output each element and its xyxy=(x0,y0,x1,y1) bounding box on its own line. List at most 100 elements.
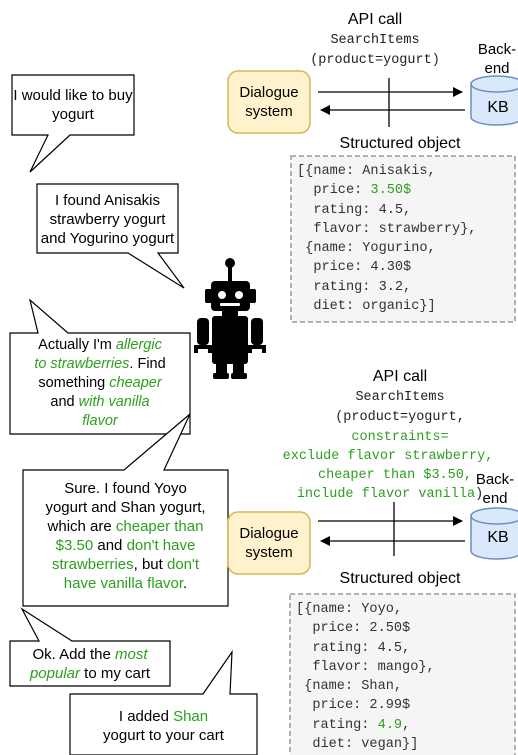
code-line: [{name: Yoyo, xyxy=(296,600,435,619)
bot-bubble-1 xyxy=(36,183,185,289)
msg-text: which are xyxy=(47,518,116,535)
code-text: price: 2.99$ xyxy=(296,698,411,714)
structured-object-code-top: [{name: Anisakis, price: 3.50$ rating: 4… xyxy=(297,162,476,316)
code-text: [{name: Anisakis, xyxy=(297,164,436,179)
api-call-constraint-include: include flavor vanilla xyxy=(296,487,476,502)
user-message-3: Ok. Add the most popular to my cart xyxy=(10,645,170,683)
bot-message-1-line2: strawberry yogurt xyxy=(49,211,166,228)
backend-line1: Back- xyxy=(475,471,515,488)
dialogue-system-line2: system xyxy=(245,103,293,120)
code-line: price: 3.50$ xyxy=(297,181,476,200)
user-message-1-line1: I would like to buy xyxy=(13,87,133,104)
kb-label-top: KB xyxy=(487,99,509,116)
msg-highlight: don't xyxy=(166,556,200,573)
code-text: price: 4.30$ xyxy=(297,260,412,276)
api-call-title-bottom: API call xyxy=(372,368,428,385)
dialogue-system-box-bottom xyxy=(227,511,311,575)
msg-highlight: cheaper than xyxy=(115,518,204,535)
code-text: {name: Shan, xyxy=(296,679,403,695)
msg-highlight: allergic xyxy=(115,337,162,353)
api-call-args-top: (product=yogurt) xyxy=(310,53,440,68)
dialogue-system-line1: Dialogue xyxy=(239,525,299,542)
kb-label-bottom: KB xyxy=(487,529,509,546)
code-line: [{name: Anisakis, xyxy=(297,162,476,181)
code-text: diet: vegan}] xyxy=(296,737,419,753)
code-text: {name: Yogurino, xyxy=(297,241,436,257)
code-line: flavor: mango}, xyxy=(296,658,435,677)
dialogue-system-label-bottom: Dialogue system xyxy=(228,524,310,562)
dialogue-system-line2: system xyxy=(245,544,293,561)
code-line: rating: 4.5, xyxy=(296,639,435,658)
code-text: flavor: mango}, xyxy=(296,659,435,675)
msg-text: Sure. I found Yoyo xyxy=(64,480,187,497)
msg-text: yogurt to your cart xyxy=(103,727,224,744)
robot-eyes xyxy=(218,291,243,306)
msg-highlight: most xyxy=(115,646,148,663)
structured-object-title-bottom: Structured object xyxy=(339,570,461,587)
kb-database-icon-top xyxy=(470,75,518,126)
api-call-function-top: SearchItems xyxy=(330,33,420,48)
backend-line1: Back- xyxy=(477,41,517,58)
user-bubble-2 xyxy=(9,298,191,435)
msg-highlight: don't have xyxy=(126,537,196,554)
msg-highlight: flavor xyxy=(82,413,118,429)
msg-highlight: with vanilla xyxy=(78,394,150,410)
msg-text: I added xyxy=(118,708,174,725)
bot-message-3: I added Shan yogurt to your cart xyxy=(70,707,257,745)
api-call-constraint-exclude: exclude flavor strawberry, xyxy=(282,449,494,464)
msg-highlight: to strawberries xyxy=(34,356,130,372)
msg-text: and xyxy=(93,537,127,554)
msg-text: and xyxy=(50,394,79,410)
bot-message-1-line3: and Yogurino yogurt xyxy=(40,230,175,247)
backend-line2: end xyxy=(482,490,508,507)
msg-text: . xyxy=(183,575,188,592)
msg-highlight: Shan xyxy=(173,708,209,725)
code-line: rating: 4.5, xyxy=(297,201,476,220)
dialogue-system-label-top: Dialogue system xyxy=(228,83,310,121)
backend-label-bottom: Back- end xyxy=(470,470,518,508)
code-line: price: 2.99$ xyxy=(296,696,435,715)
bot-bubble-2 xyxy=(22,413,229,607)
code-text: flavor: strawberry}, xyxy=(297,221,477,237)
user-message-2: Actually I'm allergic to strawberries. F… xyxy=(10,336,190,431)
code-text: rating: 4.5, xyxy=(297,202,412,218)
msg-text: , but xyxy=(133,556,167,573)
code-line: rating: 4.9, xyxy=(296,716,435,735)
code-text: rating: 4.5, xyxy=(296,640,411,656)
msg-text: Actually I'm xyxy=(38,337,116,353)
structured-object-title-top: Structured object xyxy=(339,135,461,152)
msg-highlight: strawberries xyxy=(51,556,134,573)
user-bubble-1 xyxy=(11,74,135,173)
code-text: rating: xyxy=(296,717,378,733)
code-line: flavor: strawberry}, xyxy=(297,220,476,239)
structured-object-box-top xyxy=(290,155,516,323)
api-call-close-paren: ) xyxy=(475,487,484,502)
msg-highlight: $3.50 xyxy=(55,537,94,554)
api-call-function-bottom: SearchItems xyxy=(355,390,445,405)
robot-icon xyxy=(194,258,266,379)
bot-message-1-line1: I found Anisakis xyxy=(54,192,161,209)
code-line: rating: 3.2, xyxy=(297,278,476,297)
kb-database-icon-bottom xyxy=(470,507,518,560)
structured-object-code-bottom: [{name: Yoyo, price: 2.50$ rating: 4.5, … xyxy=(296,600,435,754)
api-call-constraints-label: constraints= xyxy=(351,430,449,445)
code-line: price: 2.50$ xyxy=(296,619,435,638)
code-text: , xyxy=(402,717,411,733)
msg-text: something xyxy=(38,375,110,391)
code-highlight: 4.9 xyxy=(377,717,403,733)
bot-bubble-3 xyxy=(69,649,258,755)
code-text: price: 2.50$ xyxy=(296,621,411,637)
msg-highlight: have vanilla flavor xyxy=(63,575,184,592)
msg-highlight: popular xyxy=(29,665,81,682)
backend-line2: end xyxy=(484,60,510,77)
bot-message-1: I found Anisakis strawberry yogurt and Y… xyxy=(37,191,178,248)
msg-text: yogurt and Shan yogurt, xyxy=(45,499,206,516)
code-line: {name: Yogurino, xyxy=(297,239,476,258)
structured-object-box-bottom xyxy=(289,593,516,755)
api-call-constraint-cheaper: cheaper than $3.50, xyxy=(318,468,472,483)
dialogue-system-box-top xyxy=(227,70,311,134)
msg-text: to my cart xyxy=(80,665,151,682)
msg-highlight: cheaper xyxy=(109,375,162,391)
user-message-1-line2: yogurt xyxy=(52,106,94,123)
